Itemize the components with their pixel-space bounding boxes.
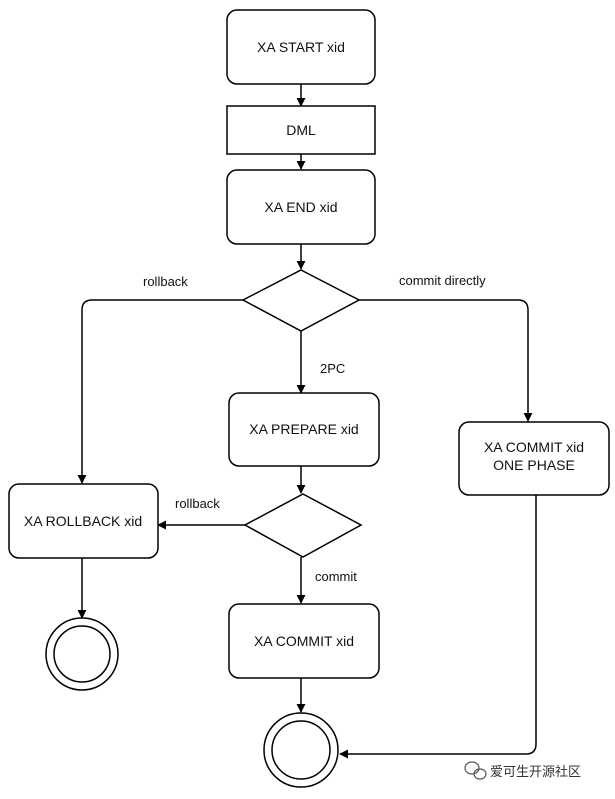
watermark: 爱可生开源社区 bbox=[464, 761, 581, 780]
node-xa-end: XA END xid bbox=[226, 169, 376, 245]
edge-label-commit-directly: commit directly bbox=[399, 273, 486, 288]
edge-decision-to-commit-one-phase bbox=[359, 299, 533, 422]
node-xa-start-label: XA START xid bbox=[257, 39, 345, 55]
edge-label-rollback-2: rollback bbox=[175, 496, 220, 511]
edge-label-commit: commit bbox=[315, 569, 357, 584]
edge-decision-to-rollback bbox=[77, 299, 243, 484]
end-node-commit bbox=[263, 712, 339, 788]
node-xa-rollback-label: XA ROLLBACK xid bbox=[24, 513, 142, 529]
decision-diamond-1 bbox=[241, 269, 361, 332]
node-xa-commit-one-phase-line2: ONE PHASE bbox=[493, 457, 575, 473]
node-xa-start: XA START xid bbox=[226, 9, 376, 85]
node-xa-commit-one-phase-line1: XA COMMIT xid bbox=[484, 439, 584, 455]
wechat-icon bbox=[464, 761, 487, 780]
node-dml: DML bbox=[226, 105, 376, 155]
node-xa-commit: XA COMMIT xid bbox=[228, 603, 380, 679]
edge-label-rollback-1: rollback bbox=[143, 274, 188, 289]
node-xa-rollback: XA ROLLBACK xid bbox=[8, 483, 159, 559]
node-xa-prepare: XA PREPARE xid bbox=[228, 392, 380, 467]
node-dml-label: DML bbox=[286, 122, 316, 138]
node-xa-end-label: XA END xid bbox=[264, 199, 337, 215]
watermark-text: 爱可生开源社区 bbox=[490, 764, 581, 780]
edge-label-2pc: 2PC bbox=[320, 361, 345, 376]
end-node-rollback bbox=[45, 617, 119, 691]
node-xa-commit-one-phase: XA COMMIT xid ONE PHASE bbox=[458, 421, 610, 496]
edge-commit-one-phase-to-end bbox=[339, 495, 537, 759]
node-xa-prepare-label: XA PREPARE xid bbox=[249, 421, 358, 437]
decision-diamond-2 bbox=[243, 493, 363, 558]
node-xa-commit-label: XA COMMIT xid bbox=[254, 633, 354, 649]
